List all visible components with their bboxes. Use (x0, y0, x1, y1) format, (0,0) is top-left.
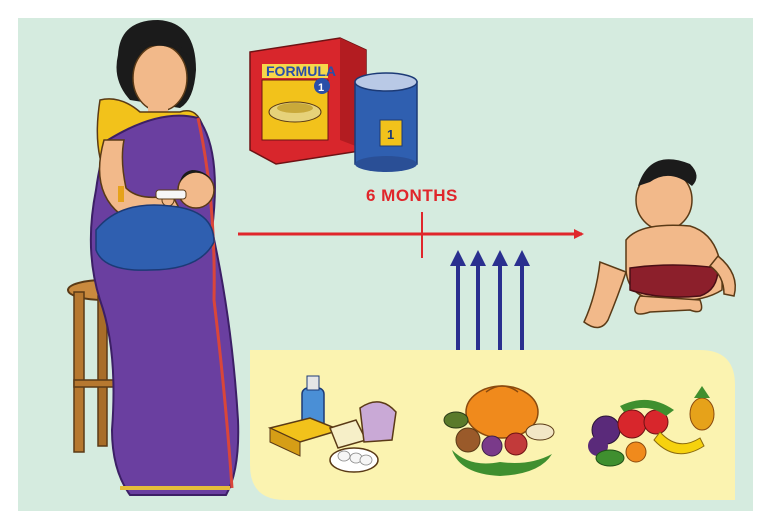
timeline-arrow (238, 212, 582, 258)
formula-tin-number: 1 (387, 127, 394, 142)
timeline-label: 6 MONTHS (366, 186, 458, 206)
formula-box: FORMULA 1 (250, 38, 366, 164)
food-arrows (450, 250, 530, 350)
formula-box-number: 1 (318, 82, 324, 94)
formula-brand-text: FORMULA (266, 63, 336, 79)
formula-tin: 1 (355, 73, 417, 172)
sitting-baby (584, 159, 735, 327)
